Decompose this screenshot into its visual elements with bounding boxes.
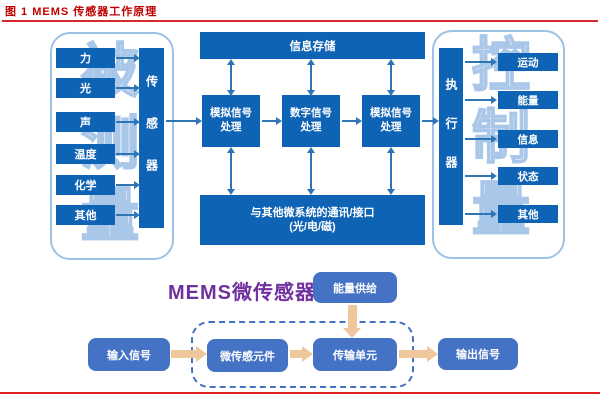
arrow-actuator-to-information-icon: [465, 135, 497, 143]
input-box-light: 光: [56, 78, 115, 98]
process-box-line2: 处理: [300, 121, 322, 133]
process-box-digital: 数字信号 处理: [282, 95, 340, 147]
output-box-information: 信息: [498, 130, 558, 148]
output-box-other: 其他: [498, 205, 558, 223]
input-box-force: 力: [56, 48, 115, 68]
sensor-bar: 传感器: [139, 48, 164, 228]
figure-caption: 图 1 MEMS 传感器工作原理: [5, 6, 158, 18]
arrow-temperature-to-sensor-icon: [116, 150, 140, 158]
storage-bar: 信息存储: [200, 32, 425, 59]
input-box-sound: 声: [56, 112, 115, 132]
output-box-energy: 能量: [498, 91, 558, 109]
input-box-chemical: 化学: [56, 175, 115, 195]
flow-box-transmission-unit: 传输单元: [313, 338, 397, 371]
arrow-actuator-to-status-icon: [465, 172, 497, 180]
arrow-power-to-transmission-icon: [343, 305, 361, 338]
arrow-force-to-sensor-icon: [116, 54, 140, 62]
arrow-actuator-to-energy-icon: [465, 96, 497, 104]
arrow-chemical-to-sensor-icon: [116, 181, 140, 189]
process-box-line1: 模拟信号: [370, 107, 412, 120]
input-box-other: 其他: [56, 205, 115, 225]
bottom-rule: [0, 392, 600, 394]
arrow-analog1-comm-icon: [227, 147, 235, 195]
output-box-motion: 运动: [498, 53, 558, 71]
output-box-status: 状态: [498, 167, 558, 185]
arrow-digital-to-analog2-icon: [342, 117, 362, 125]
flow-box-sensing-element: 微传感元件: [207, 339, 288, 372]
arrow-digital-comm-icon: [307, 147, 315, 195]
flow-box-output-signal: 输出信号: [438, 338, 518, 370]
input-box-temperature: 温度: [56, 144, 115, 164]
bottom-diagram-title: MEMS微传感器: [168, 282, 316, 304]
arrow-input-to-element-icon: [171, 346, 207, 362]
arrow-digital-storage-icon: [307, 59, 315, 96]
arrow-sound-to-sensor-icon: [116, 118, 140, 126]
arrow-actuator-to-motion-icon: [465, 58, 497, 66]
arrow-analog2-to-actuator-icon: [422, 117, 439, 125]
arrow-analog2-comm-icon: [387, 147, 395, 195]
process-box-line2: 处理: [220, 121, 242, 133]
comm-interface-line2: (光/电/磁): [289, 221, 336, 233]
arrow-analog2-storage-icon: [387, 59, 395, 96]
power-supply-box: 能量供给: [313, 272, 397, 303]
arrow-other-to-sensor-icon: [116, 211, 140, 219]
comm-interface-line1: 与其他微系统的通讯/接口: [250, 206, 375, 219]
arrow-analog1-storage-icon: [227, 59, 235, 96]
process-box-analog-2: 模拟信号 处理: [362, 95, 420, 147]
actuator-bar: 执行器: [439, 48, 463, 225]
arrow-analog1-to-digital-icon: [262, 117, 282, 125]
process-box-line1: 数字信号: [290, 107, 332, 120]
process-box-line1: 模拟信号: [210, 107, 252, 120]
arrow-sensor-to-analog1-icon: [166, 117, 202, 125]
comm-interface-bar: 与其他微系统的通讯/接口 (光/电/磁): [200, 195, 425, 245]
arrow-transmission-to-output-icon: [399, 346, 438, 362]
process-box-analog-1: 模拟信号 处理: [202, 95, 260, 147]
flow-box-input-signal: 输入信号: [88, 338, 170, 371]
arrow-element-to-transmission-icon: [290, 346, 313, 362]
arrow-light-to-sensor-icon: [116, 84, 140, 92]
arrow-actuator-to-other-icon: [465, 210, 497, 218]
top-rule: [2, 20, 598, 22]
process-box-line2: 处理: [380, 121, 402, 133]
